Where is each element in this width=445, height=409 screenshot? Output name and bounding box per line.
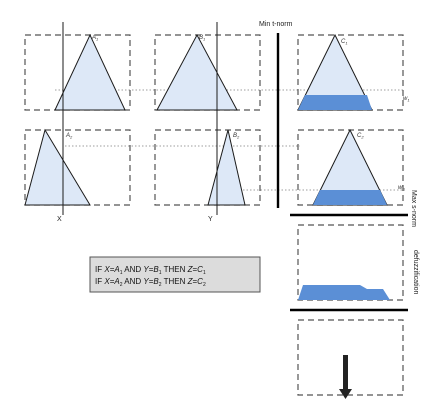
triangle-b2 <box>207 129 246 206</box>
panel-aggregate <box>297 224 404 301</box>
label-b2: B2 <box>233 133 240 140</box>
max-snorm-label: Max s-norm <box>410 190 417 227</box>
label-w2: w2 <box>398 185 405 192</box>
label-w1: w1 <box>403 96 410 103</box>
triangle-a1 <box>54 33 126 111</box>
label-c1: C1 <box>341 39 348 46</box>
label-a2: A2 <box>65 133 73 140</box>
panel-a1: A1 <box>24 33 131 111</box>
y-axis-label: Y <box>208 216 213 223</box>
clipped-area-c2 <box>313 190 387 205</box>
panel-c2: C2 w2 <box>297 128 405 206</box>
panel-a2: A2 <box>24 128 131 206</box>
rule-box: IF X=A1 AND Y=B1 THEN Z=C1 IF X=A2 AND Y… <box>89 256 261 293</box>
crisp-output-arrow-shaft <box>343 355 348 390</box>
triangle-b1 <box>156 33 238 111</box>
rule-1: IF X=A1 AND Y=B1 THEN Z=C1 <box>95 265 206 276</box>
panel-b2-frame <box>154 129 261 206</box>
panel-b1: B1 <box>154 33 261 111</box>
rule-box-frame <box>89 256 261 293</box>
crisp-output-arrow-head <box>339 389 352 399</box>
min-tnorm-label: Min t-norm <box>259 21 293 28</box>
aggregated-output-shape <box>298 285 390 300</box>
rule-2: IF X=A2 AND Y=B2 THEN Z=C2 <box>95 277 206 288</box>
label-c2: C2 <box>357 133 364 140</box>
label-a1: A1 <box>91 35 98 42</box>
label-b1: B1 <box>199 35 205 42</box>
defuzzification-label: defuzzification <box>412 250 419 294</box>
panel-defuzzified-frame <box>297 319 404 396</box>
panel-b2: B2 <box>154 129 261 206</box>
panel-c1: C1 w1 <box>297 33 410 111</box>
clipped-area-c1 <box>298 95 372 110</box>
x-axis-label: X <box>57 216 62 223</box>
triangle-a2 <box>24 128 91 206</box>
panel-defuzzified <box>297 319 404 399</box>
